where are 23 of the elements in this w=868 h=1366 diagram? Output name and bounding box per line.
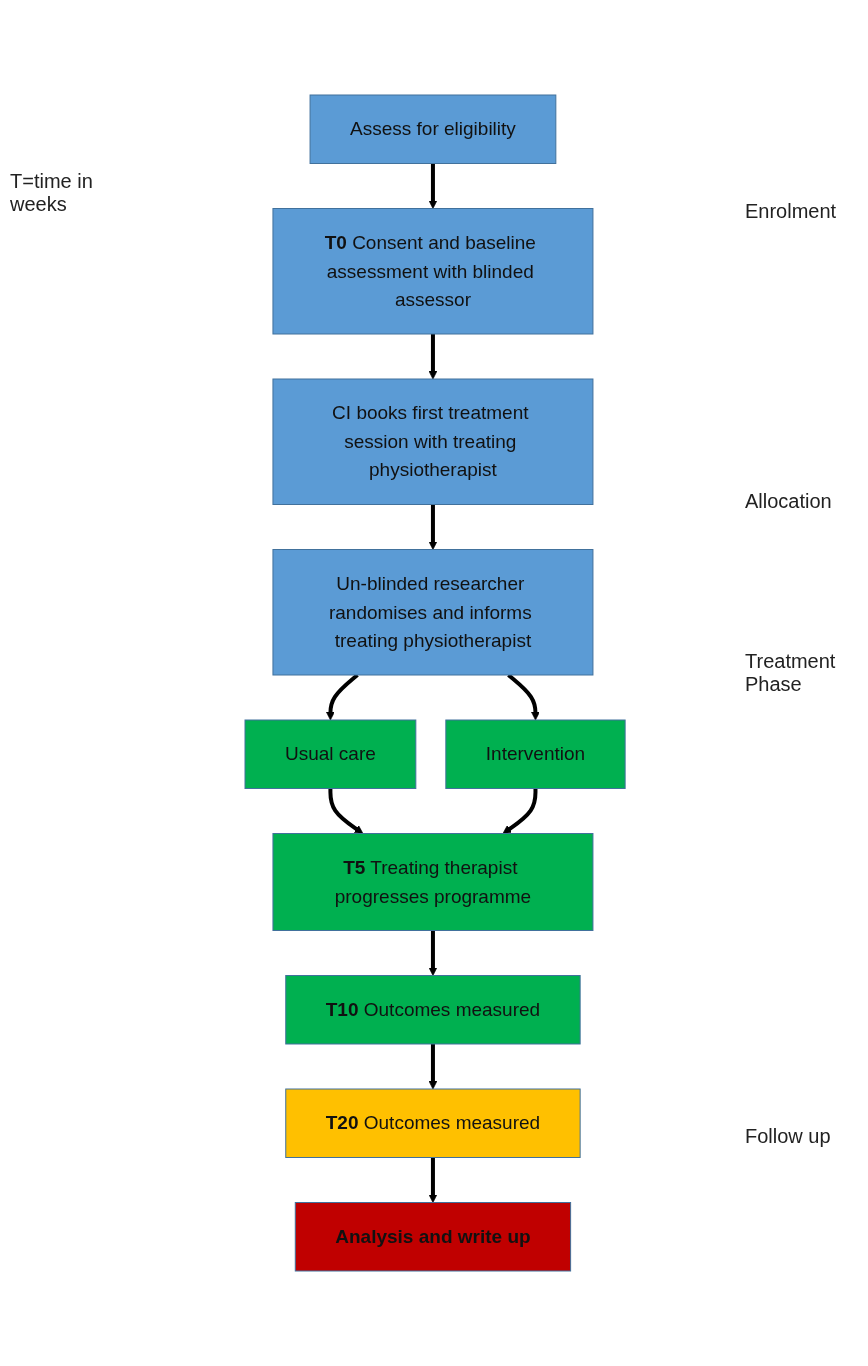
- node-box: Usual care: [244, 719, 417, 789]
- stage-label: T=time in weeks: [10, 170, 94, 216]
- arrow: [328, 788, 364, 834]
- arrow: [428, 163, 438, 209]
- node-box: CI books first treatment session with treating physiotherapist: [272, 378, 594, 505]
- arrow: [428, 504, 438, 550]
- node-box: Un-blinded researcher randomises and informs treating physiotherapist: [272, 549, 594, 676]
- arrow: [428, 334, 438, 380]
- stage-label: Follow up: [745, 1125, 832, 1148]
- stage-label: Enrolment: [745, 200, 838, 223]
- stage-label: Treatment Phase: [745, 650, 837, 696]
- arrow: [428, 1044, 438, 1090]
- node-box: T20 Outcomes measured: [285, 1088, 581, 1158]
- node-box: Intervention: [445, 719, 626, 789]
- arrow: [502, 788, 538, 834]
- node-box: T10 Outcomes measured: [285, 975, 581, 1045]
- node-box: T0 Consent and baseline assessment with blinded assessor: [272, 208, 594, 335]
- arrow: [428, 930, 438, 976]
- node-box: Assess for eligibility: [309, 94, 557, 164]
- node-box: T5 Treating therapist progresses programme: [272, 833, 594, 931]
- node-box: Analysis and write up: [294, 1202, 572, 1272]
- stage-label: Allocation: [745, 490, 833, 513]
- arrow: [428, 1157, 438, 1203]
